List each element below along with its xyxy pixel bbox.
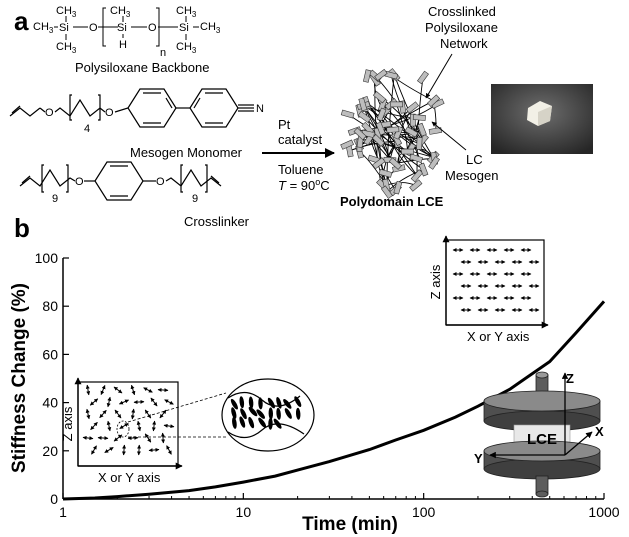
network-mesogens — [340, 68, 445, 199]
backbone-h-mid: H — [119, 39, 127, 51]
cylinder-apparatus: LCE Z X Y — [474, 371, 604, 498]
random-mesogen-arrows — [82, 384, 175, 456]
backbone-ch3-right-bottom: CH3 — [176, 41, 197, 55]
reaction-temperature: T = 90oC — [278, 177, 330, 193]
mesogen-pointer-line2: Mesogen — [445, 168, 498, 183]
backbone-ch3-left-bottom: CH3 — [56, 41, 77, 55]
zoom-circle — [221, 378, 315, 452]
cylinder-sample-label: LCE — [527, 431, 557, 448]
backbone-o-1: O — [89, 22, 98, 34]
inset-top-xlabel: X or Y axis — [467, 329, 530, 344]
crosslinker-label: Crosslinker — [184, 214, 250, 229]
y-tick-label: 40 — [42, 395, 58, 411]
x-tick-label: 1 — [59, 504, 67, 520]
backbone-si-left: Si — [59, 22, 69, 34]
inset-left-xlabel: X or Y axis — [98, 470, 161, 485]
y-tick-label: 60 — [42, 346, 58, 362]
polydomain-network-illustration — [340, 68, 445, 199]
inset-aligned: Z axis X or Y axis — [428, 235, 549, 344]
inset-random: Z axis X or Y axis — [60, 377, 183, 485]
y-tick-label: 0 — [50, 491, 58, 507]
inset-top-ylabel: Z axis — [428, 264, 443, 299]
mesogen-pointer-line1: LC — [466, 152, 483, 167]
panel-label-a: a — [14, 6, 29, 36]
mesogen-label: Mesogen Monomer — [130, 145, 243, 160]
x-tick-label: 1000 — [588, 504, 619, 520]
reaction-solvent: Toluene — [278, 162, 324, 177]
crosslinker-o-right: O — [156, 176, 165, 188]
cylinder-x-label: X — [595, 424, 604, 439]
backbone-n: n — [160, 47, 166, 59]
network-label-line1: Crosslinked — [428, 4, 496, 19]
network-label-line3: Network — [440, 36, 488, 51]
x-ticks: 1 10 100 1000 — [59, 493, 620, 520]
mesogen-subscript: 4 — [84, 123, 90, 135]
backbone-o-2: O — [148, 22, 157, 34]
mesogen-pointer-arrow — [431, 121, 467, 151]
y-tick-label: 20 — [42, 443, 58, 459]
aligned-mesogen-arrows — [452, 248, 540, 312]
product-label: Polydomain LCE — [340, 194, 444, 209]
crosslinker-sub-right: 9 — [192, 193, 198, 205]
mesogen-o-right: O — [105, 107, 114, 119]
backbone-label: Polysiloxane Backbone — [75, 60, 209, 75]
x-tick-label: 10 — [236, 504, 252, 520]
y-ticks: 0 20 40 60 80 100 — [35, 250, 69, 507]
cylinder-z-label: Z — [566, 371, 574, 386]
network-label-line2: Polysiloxane — [425, 20, 498, 35]
crosslinker-o-left: O — [75, 176, 84, 188]
crosslinker-sub-left: 9 — [52, 193, 58, 205]
mesogen-o-left: O — [45, 107, 54, 119]
y-tick-label: 100 — [35, 250, 59, 266]
backbone-ch3-right-top: CH3 — [176, 5, 197, 19]
cylinder-y-label: Y — [474, 451, 483, 466]
series-line — [62, 300, 606, 501]
mesogen-monomer-structure — [9, 88, 254, 128]
y-tick-label: 80 — [42, 298, 58, 314]
crosslinker-structure — [19, 161, 222, 201]
backbone-ch3-right-side: CH3 — [200, 21, 221, 35]
zoom-line-top — [127, 392, 227, 423]
x-axis-label: Time (min) — [302, 514, 398, 535]
reaction-catalyst-line2: catalyst — [278, 132, 322, 147]
network-pointer-arrow — [425, 53, 453, 99]
reaction-catalyst-line1: Pt — [278, 117, 291, 132]
panel-a: a CH3 CH3 Si CH3 O CH3 Si H O n CH3 — [9, 4, 593, 229]
sample-photo — [491, 84, 593, 154]
x-axis-arrow — [564, 431, 593, 456]
backbone-si-right: Si — [179, 22, 189, 34]
mesogen-cn: N — [256, 103, 264, 115]
x-tick-label: 100 — [412, 504, 436, 520]
backbone-ch3-left-top: CH3 — [56, 5, 77, 19]
panel-label-b-text: b — [14, 213, 30, 243]
backbone-ch3-mid: CH3 — [110, 5, 131, 19]
backbone-structure: CH3 CH3 Si CH3 O CH3 Si H O n CH3 Si — [33, 5, 221, 75]
y-axis-label: Stiffness Change (%) — [9, 283, 30, 473]
backbone-si-mid: Si — [117, 22, 127, 34]
stiffness-chart: 0 20 40 60 80 100 1 10 100 1000 Stiffness Change… — [9, 250, 620, 535]
backbone-ch3-left-side: CH3 — [33, 21, 54, 35]
inset-left-ylabel: Z axis — [60, 406, 75, 441]
